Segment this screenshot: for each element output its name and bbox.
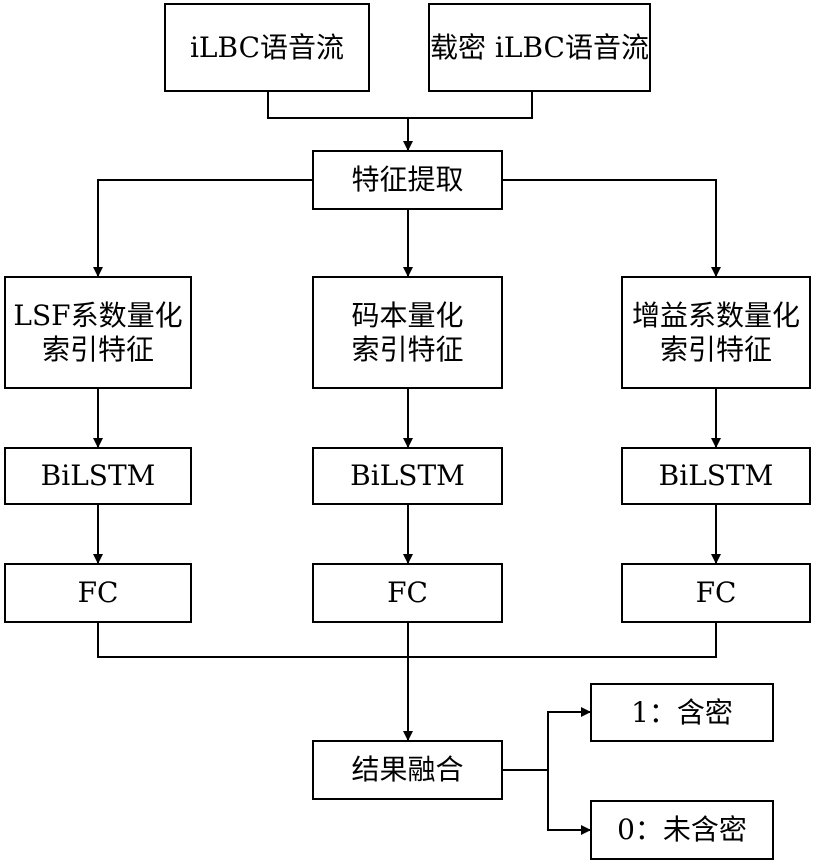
arrow-to-output-positive <box>547 707 591 770</box>
input-ilbc-stream-label: iLBC语音流 <box>189 30 345 64</box>
gain-feature-box: 增益系数量化 索引特征 <box>621 276 811 389</box>
bilstm-box-1: BiLSTM <box>4 447 192 505</box>
bilstm-label-2: BiLSTM <box>350 459 465 492</box>
arrow-to-branch-1 <box>93 179 312 277</box>
bilstm-label-1: BiLSTM <box>40 459 156 492</box>
result-fusion-label: 结果融合 <box>351 753 464 786</box>
codebook-feature-label-line2: 索引特征 <box>351 332 464 366</box>
feature-extraction-box: 特征提取 <box>312 150 503 210</box>
input-ilbc-stream-box: iLBC语音流 <box>164 3 370 92</box>
bilstm-box-2: BiLSTM <box>312 447 503 505</box>
fc-label-3: FC <box>695 576 737 609</box>
arrow-to-branch-3 <box>503 179 721 277</box>
output-negative-box: 0：未含密 <box>590 800 774 860</box>
output-positive-box: 1：含密 <box>590 683 774 742</box>
feature-extraction-label: 特征提取 <box>351 163 464 196</box>
lsf-feature-label-line1: LSF系数量化 <box>13 298 183 332</box>
bilstm-label-3: BiLSTM <box>658 459 774 492</box>
output-positive-label: 1：含密 <box>631 695 733 729</box>
input-stego-ilbc-stream-box: 载密 iLBC语音流 <box>428 3 651 92</box>
output-negative-label: 0：未含密 <box>617 813 747 846</box>
codebook-feature-box: 码本量化 索引特征 <box>312 276 503 389</box>
gain-feature-label-line1: 增益系数量化 <box>631 298 800 332</box>
gain-feature-label-line2: 索引特征 <box>659 332 772 366</box>
bilstm-box-3: BiLSTM <box>621 447 811 505</box>
lsf-feature-box: LSF系数量化 索引特征 <box>4 276 192 389</box>
input-stego-ilbc-stream-label: 载密 iLBC语音流 <box>430 30 649 64</box>
input-merge-connector <box>267 92 533 119</box>
fc-box-3: FC <box>621 563 811 623</box>
fc-box-1: FC <box>4 563 192 623</box>
lsf-feature-label-line2: 索引特征 <box>41 332 154 366</box>
codebook-feature-label-line1: 码本量化 <box>351 298 464 332</box>
arrow-to-output-negative <box>547 770 591 835</box>
fc-label-1: FC <box>77 576 119 609</box>
result-fusion-box: 结果融合 <box>312 740 503 800</box>
fc-box-2: FC <box>312 563 503 623</box>
fc-label-2: FC <box>387 576 428 609</box>
